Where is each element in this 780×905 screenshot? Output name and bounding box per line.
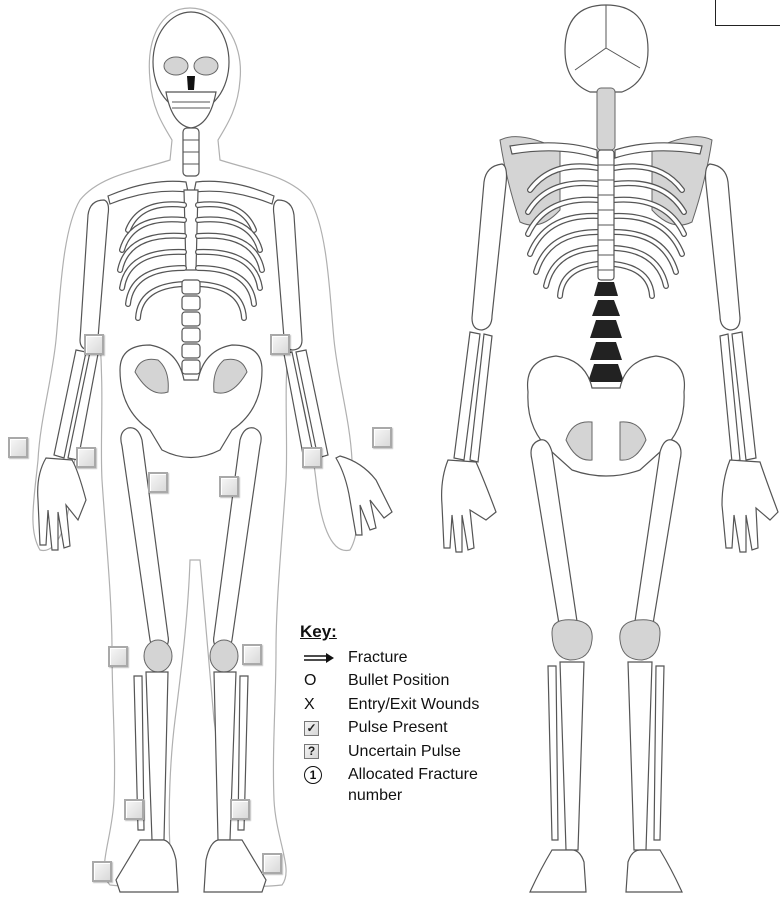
back-humerus-left xyxy=(472,164,507,330)
back-hand-right xyxy=(722,460,778,552)
front-clavicle-left xyxy=(108,181,188,204)
pulse-box-ulnar-left[interactable] xyxy=(8,437,28,458)
key-label: Bullet Position xyxy=(348,672,449,690)
key-label: Fracture xyxy=(348,649,408,667)
key-legend: Key: Fracture O Bullet Position X Entry/… xyxy=(300,622,479,809)
back-knee-right xyxy=(620,620,660,660)
back-knee-left xyxy=(552,620,592,660)
key-label-continued: number xyxy=(300,787,479,809)
pulse-box-posterior-tibial-right[interactable] xyxy=(230,799,250,820)
back-lower-leg-right xyxy=(628,662,664,850)
front-sternum xyxy=(184,190,198,270)
fracture-arrow-icon xyxy=(300,653,348,663)
wound-x-icon: X xyxy=(300,696,348,714)
back-forearm-left xyxy=(454,332,492,462)
pulse-box-brachial-right[interactable] xyxy=(270,334,290,355)
front-jaw xyxy=(166,92,216,128)
front-humerus-right xyxy=(274,200,303,350)
key-label: Pulse Present xyxy=(348,719,448,737)
key-title: Key: xyxy=(300,622,479,642)
front-clavicle-right xyxy=(194,181,274,204)
back-forearm-right xyxy=(720,332,756,462)
front-femur-right xyxy=(214,428,262,649)
back-lower-leg-left xyxy=(548,662,584,850)
back-cervical-spine xyxy=(597,88,615,150)
front-eye-socket-right xyxy=(194,57,218,75)
front-humerus-left xyxy=(80,200,109,350)
pulse-box-dorsalis-pedis-left[interactable] xyxy=(92,861,112,882)
back-foot-left xyxy=(530,850,586,892)
bullet-circle-icon: O xyxy=(300,672,348,690)
front-hand-left xyxy=(38,458,86,550)
numbered-circle-icon: 1 xyxy=(304,766,322,784)
key-row-wounds: X Entry/Exit Wounds xyxy=(300,693,479,717)
front-hand-right xyxy=(336,456,392,535)
key-label: Entry/Exit Wounds xyxy=(348,696,479,714)
key-label: Allocated Fracture xyxy=(348,766,478,784)
key-row-bullet: O Bullet Position xyxy=(300,670,479,694)
back-hand-left xyxy=(442,460,496,552)
front-patella-right xyxy=(210,640,238,672)
front-foot-right xyxy=(204,840,266,892)
back-skeleton xyxy=(442,5,778,892)
key-row-fracture: Fracture xyxy=(300,646,479,670)
key-row-uncertain-pulse: ? Uncertain Pulse xyxy=(300,740,479,764)
pulse-box-posterior-tibial-left[interactable] xyxy=(124,799,144,820)
front-lumbar-spine xyxy=(182,280,200,374)
key-row-pulse-present: ✓ Pulse Present xyxy=(300,717,479,741)
front-nasal-cavity xyxy=(187,76,195,90)
pulse-box-femoral-left[interactable] xyxy=(148,472,168,493)
front-eye-socket-left xyxy=(164,57,188,75)
back-foot-right xyxy=(626,850,682,892)
pulse-box-radial-right[interactable] xyxy=(302,447,322,468)
pulse-box-ulnar-right[interactable] xyxy=(372,427,392,448)
key-label: Uncertain Pulse xyxy=(348,743,461,761)
front-forearm-left xyxy=(54,350,98,460)
front-femur-left xyxy=(121,428,169,649)
pulse-box-dorsalis-pedis-right[interactable] xyxy=(262,853,282,874)
pulse-box-radial-left[interactable] xyxy=(76,447,96,468)
pulse-box-brachial-left[interactable] xyxy=(84,334,104,355)
key-row-allocated-fracture: 1 Allocated Fracture xyxy=(300,764,479,788)
pulse-box-femoral-right[interactable] xyxy=(219,476,239,497)
back-humerus-right xyxy=(706,164,741,330)
pulse-box-popliteal-left[interactable] xyxy=(108,646,128,667)
pulse-box-popliteal-right[interactable] xyxy=(242,644,262,665)
front-forearm-right xyxy=(284,350,328,460)
question-box-icon: ? xyxy=(304,744,319,759)
front-foot-left xyxy=(116,840,178,892)
front-patella-left xyxy=(144,640,172,672)
checked-box-icon: ✓ xyxy=(304,721,319,736)
